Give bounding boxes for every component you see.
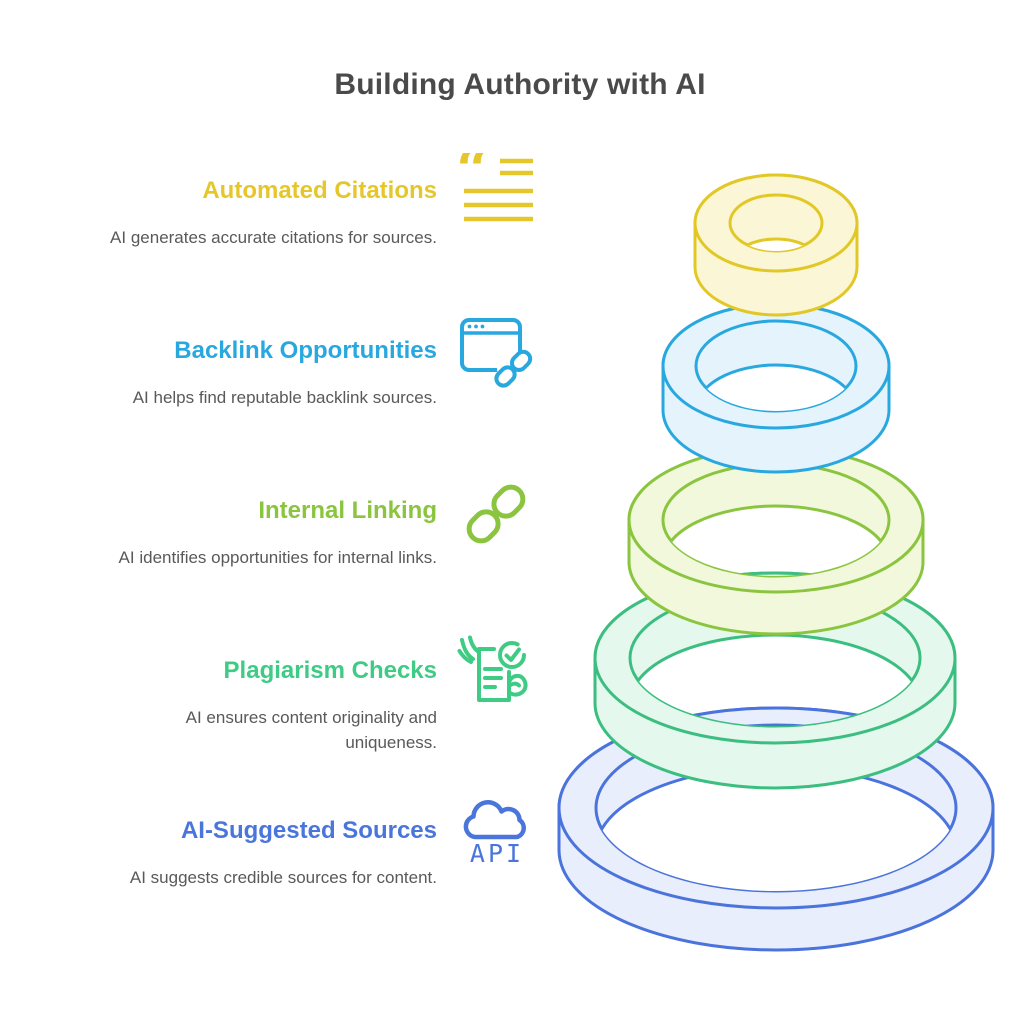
- list-item-plagiarism-checks: Plagiarism Checks AI ensures content ori…: [0, 657, 437, 755]
- list-item-internal-linking: Internal Linking AI identifies opportuni…: [0, 497, 437, 570]
- chain-link-icon: [456, 474, 536, 554]
- item-description: AI ensures content originality and uniqu…: [185, 708, 437, 752]
- item-label: Plagiarism Checks: [223, 657, 437, 684]
- item-label: AI-Suggested Sources: [180, 817, 437, 844]
- item-label: Internal Linking: [258, 497, 437, 524]
- list-item-ai-suggested-sources: AI-Suggested Sources AI suggests credibl…: [0, 817, 437, 890]
- pyramid-ring: [661, 302, 891, 474]
- pyramid-ring: [593, 571, 957, 790]
- pyramid-ring: [627, 446, 925, 636]
- item-label: Backlink Opportunities: [174, 337, 437, 364]
- browser-link-icon: [456, 314, 536, 394]
- page-title: Building Authority with AI: [334, 68, 706, 101]
- item-description: AI identifies opportunities for internal…: [118, 548, 437, 567]
- citation-quotes-icon: “: [456, 153, 536, 233]
- svg-text:API: API: [470, 839, 524, 868]
- svg-text:“: “: [456, 153, 489, 204]
- list-item-automated-citations: Automated Citations AI generates accurat…: [0, 177, 437, 250]
- list-item-backlink-opportunities: Backlink Opportunities AI helps find rep…: [0, 337, 437, 410]
- item-label: Automated Citations: [202, 177, 437, 204]
- pyramid-ring: [557, 706, 995, 952]
- item-description: AI helps find reputable backlink sources…: [132, 388, 437, 407]
- item-description: AI generates accurate citations for sour…: [110, 228, 437, 247]
- api-cloud-icon: API: [456, 795, 536, 875]
- document-check-hands-icon: [456, 634, 536, 714]
- pyramid-ring: [693, 173, 859, 317]
- item-description: AI suggests credible sources for content…: [129, 868, 437, 887]
